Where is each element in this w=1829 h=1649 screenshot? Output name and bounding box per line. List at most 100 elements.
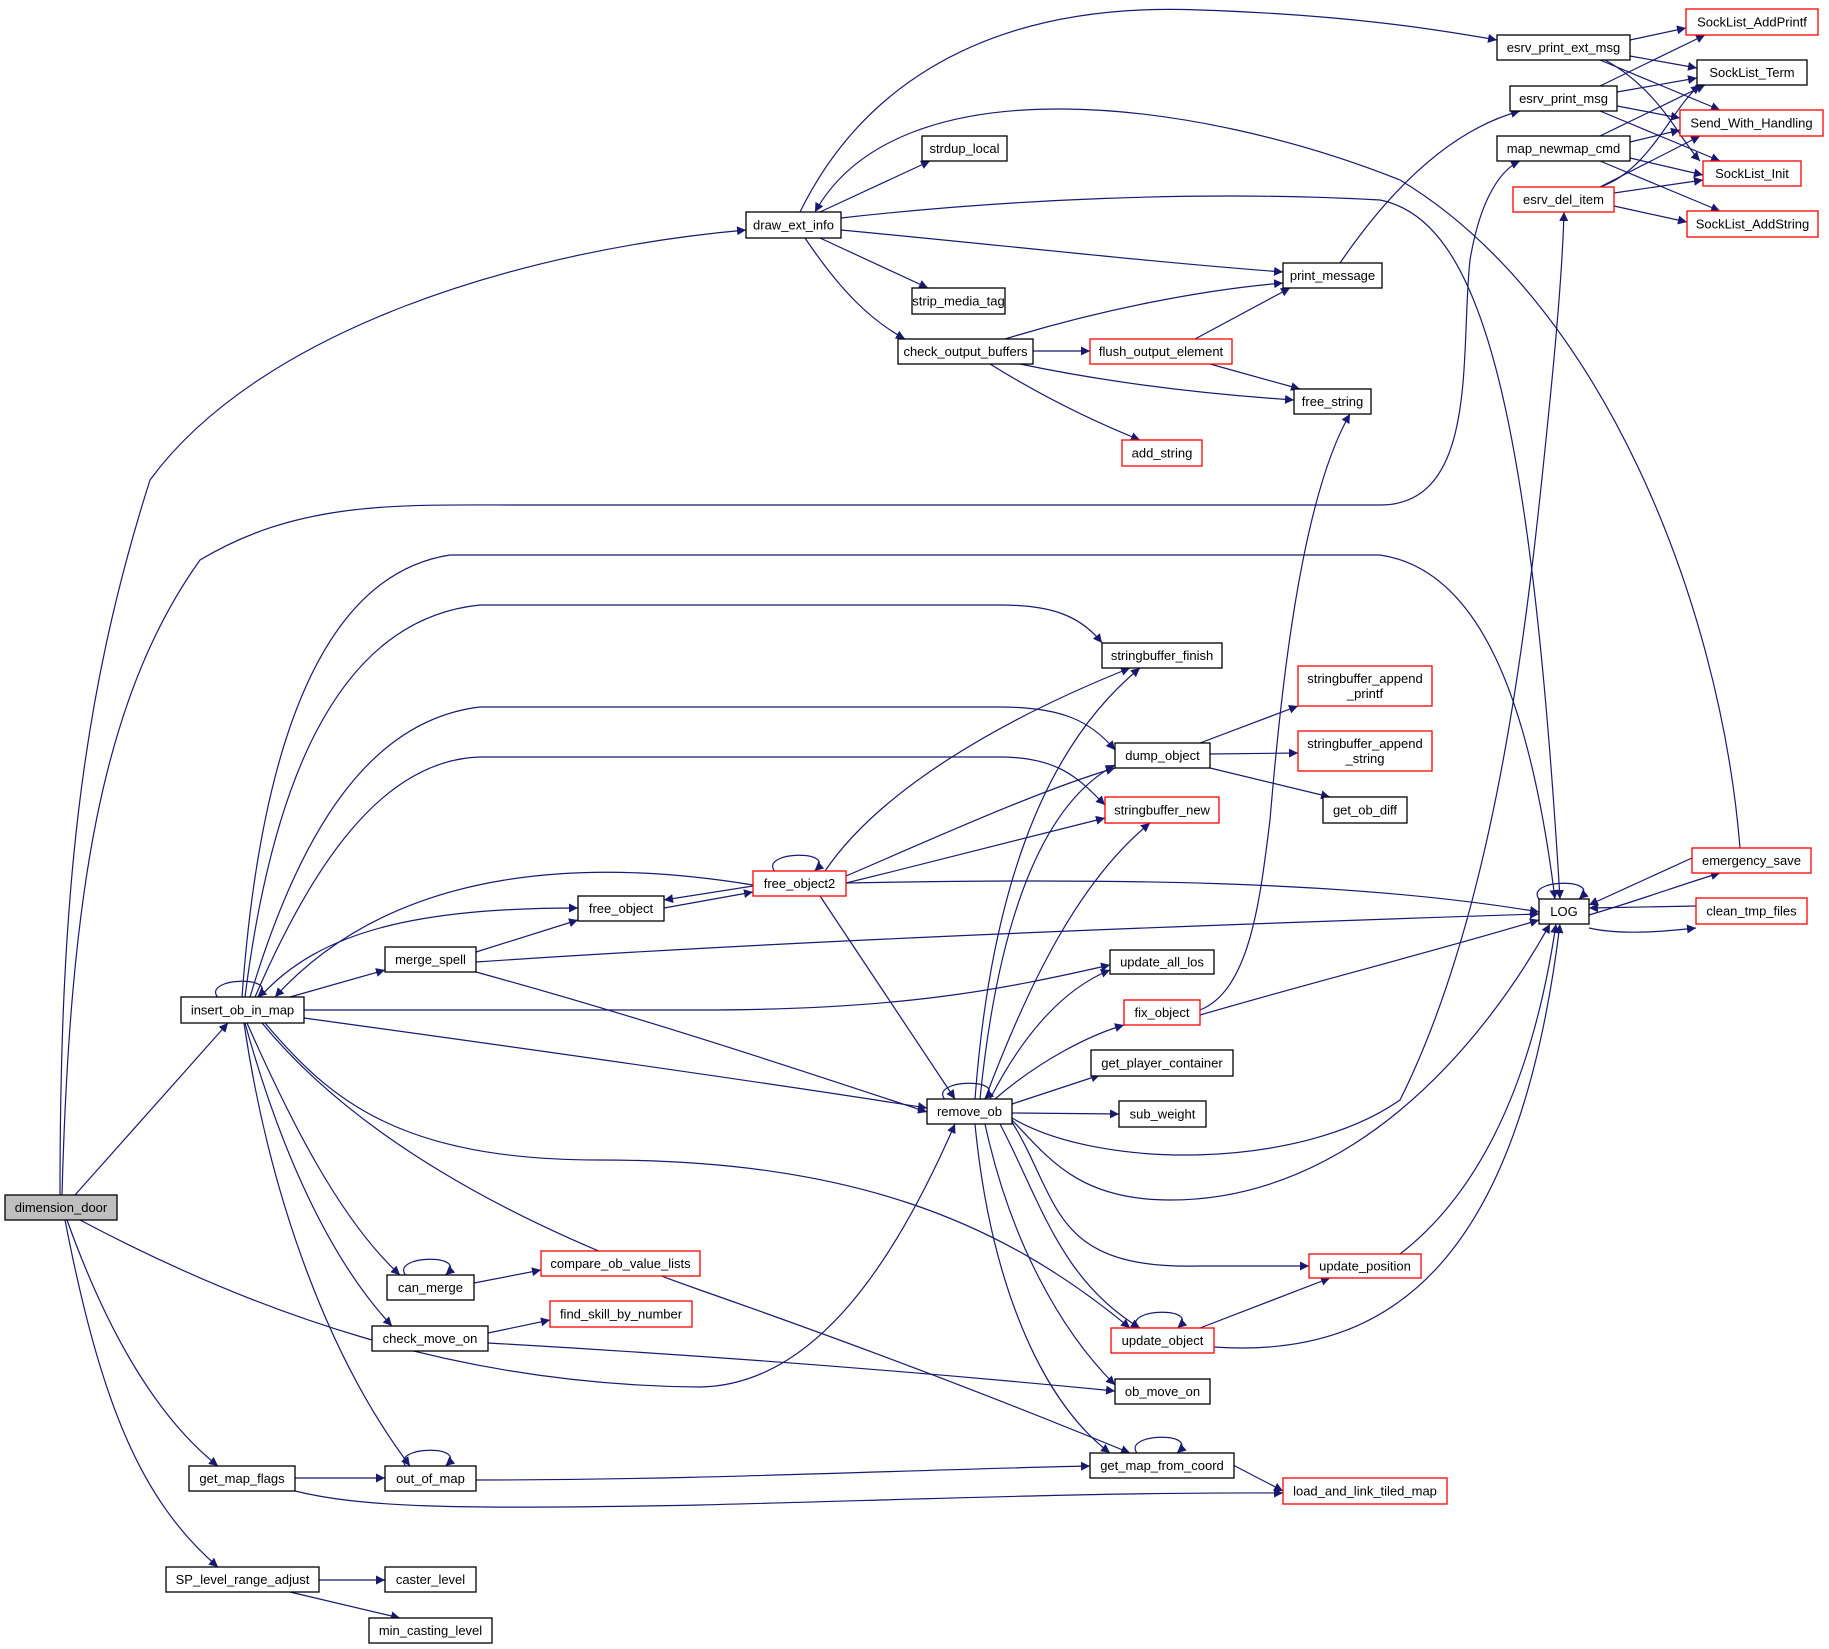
node-box[interactable] — [1509, 85, 1618, 112]
node-box[interactable] — [384, 946, 477, 973]
node-get_ob_diff[interactable]: get_ob_diff — [1322, 796, 1408, 824]
node-out_of_map[interactable]: out_of_map — [384, 1465, 477, 1492]
node-find_skill_by_number[interactable]: find_skill_by_number — [549, 1300, 693, 1328]
node-box[interactable] — [1702, 160, 1802, 187]
node-box[interactable] — [371, 1325, 489, 1352]
node-draw_ext_info[interactable]: draw_ext_info — [745, 211, 842, 239]
node-sub_weight[interactable]: sub_weight — [1118, 1100, 1207, 1128]
node-box[interactable] — [1109, 949, 1215, 975]
node-box[interactable] — [1691, 847, 1812, 874]
node-box[interactable] — [1282, 1477, 1448, 1505]
node-box[interactable] — [1118, 1100, 1207, 1128]
node-update_position[interactable]: update_position — [1308, 1253, 1422, 1279]
node-box[interactable] — [1308, 1253, 1422, 1279]
node-strip_media_tag[interactable]: strip_media_tag — [911, 287, 1006, 315]
node-box[interactable] — [180, 996, 305, 1024]
node-box[interactable] — [188, 1465, 296, 1492]
node-box[interactable] — [897, 338, 1034, 365]
node-can_merge[interactable]: can_merge — [386, 1274, 475, 1301]
node-Send_With_Handling[interactable]: Send_With_Handling — [1679, 109, 1824, 137]
node-box[interactable] — [1695, 897, 1808, 925]
node-box[interactable] — [1090, 1049, 1234, 1077]
node-free_string[interactable]: free_string — [1293, 388, 1372, 415]
node-box[interactable] — [1282, 262, 1383, 289]
node-compare_ob_value_lists[interactable]: compare_ob_value_lists — [540, 1250, 701, 1277]
node-box[interactable] — [1679, 109, 1824, 137]
node-box[interactable] — [1496, 34, 1631, 61]
node-flush_output_element[interactable]: flush_output_element — [1089, 338, 1233, 365]
node-SP_level_range_adjust[interactable]: SP_level_range_adjust — [165, 1566, 320, 1593]
node-SockList_Init[interactable]: SockList_Init — [1702, 160, 1802, 187]
node-box[interactable] — [384, 1465, 477, 1492]
node-map_newmap_cmd[interactable]: map_newmap_cmd — [1496, 135, 1631, 162]
node-LOG[interactable]: LOG — [1538, 898, 1590, 925]
node-remove_ob[interactable]: remove_ob — [926, 1098, 1013, 1125]
node-clean_tmp_files[interactable]: clean_tmp_files — [1695, 897, 1808, 925]
node-stringbuffer_new[interactable]: stringbuffer_new — [1104, 796, 1220, 824]
node-box[interactable] — [1114, 1378, 1211, 1405]
node-box[interactable] — [368, 1617, 493, 1644]
node-strdup_local[interactable]: strdup_local — [921, 135, 1008, 162]
node-free_object[interactable]: free_object — [577, 895, 665, 922]
node-box[interactable] — [911, 287, 1006, 315]
node-caster_level[interactable]: caster_level — [384, 1566, 477, 1593]
node-min_casting_level[interactable]: min_casting_level — [368, 1617, 493, 1644]
node-load_and_link_tiled_map[interactable]: load_and_link_tiled_map — [1282, 1477, 1448, 1505]
node-stringbuffer_append_printf[interactable]: stringbuffer_append_printf — [1297, 665, 1433, 707]
node-box[interactable] — [745, 211, 842, 239]
node-box[interactable] — [921, 135, 1008, 162]
node-dump_object[interactable]: dump_object — [1114, 742, 1211, 769]
node-box[interactable] — [1322, 796, 1408, 824]
node-box[interactable] — [1121, 439, 1203, 467]
node-box[interactable] — [549, 1300, 693, 1328]
node-SockList_AddString[interactable]: SockList_AddString — [1686, 210, 1819, 238]
node-box[interactable] — [1123, 999, 1201, 1026]
node-fix_object[interactable]: fix_object — [1123, 999, 1201, 1026]
node-box[interactable] — [540, 1250, 701, 1277]
node-merge_spell[interactable]: merge_spell — [384, 946, 477, 973]
node-box[interactable] — [1089, 338, 1233, 365]
node-box[interactable] — [1297, 730, 1433, 772]
node-get_map_flags[interactable]: get_map_flags — [188, 1465, 296, 1492]
node-stringbuffer_append_string[interactable]: stringbuffer_append_string — [1297, 730, 1433, 772]
node-stringbuffer_finish[interactable]: stringbuffer_finish — [1101, 642, 1223, 669]
node-print_message[interactable]: print_message — [1282, 262, 1383, 289]
node-check_output_buffers[interactable]: check_output_buffers — [897, 338, 1034, 365]
node-add_string[interactable]: add_string — [1121, 439, 1203, 467]
node-box[interactable] — [1293, 388, 1372, 415]
node-box[interactable] — [752, 870, 847, 897]
node-box[interactable] — [165, 1566, 320, 1593]
node-get_player_container[interactable]: get_player_container — [1090, 1049, 1234, 1077]
node-box[interactable] — [1101, 642, 1223, 669]
node-free_object2[interactable]: free_object2 — [752, 870, 847, 897]
node-get_map_from_coord[interactable]: get_map_from_coord — [1089, 1452, 1235, 1479]
node-esrv_print_msg[interactable]: esrv_print_msg — [1509, 85, 1618, 112]
node-check_move_on[interactable]: check_move_on — [371, 1325, 489, 1352]
node-box[interactable] — [577, 895, 665, 922]
node-box[interactable] — [1089, 1452, 1235, 1479]
node-update_all_los[interactable]: update_all_los — [1109, 949, 1215, 975]
node-box[interactable] — [1538, 898, 1590, 925]
node-box[interactable] — [386, 1274, 475, 1301]
node-box[interactable] — [1114, 742, 1211, 769]
node-box[interactable] — [1297, 665, 1433, 707]
node-ob_move_on[interactable]: ob_move_on — [1114, 1378, 1211, 1405]
node-esrv_print_ext_msg[interactable]: esrv_print_ext_msg — [1496, 34, 1631, 61]
node-box[interactable] — [1512, 186, 1615, 213]
node-box[interactable] — [1104, 796, 1220, 824]
node-box[interactable] — [1685, 8, 1819, 36]
node-dimension_door[interactable]: dimension_door — [4, 1194, 118, 1221]
node-box[interactable] — [1696, 59, 1808, 86]
node-box[interactable] — [384, 1566, 477, 1593]
node-update_object[interactable]: update_object — [1110, 1327, 1215, 1354]
node-SockList_Term[interactable]: SockList_Term — [1696, 59, 1808, 86]
node-box[interactable] — [1686, 210, 1819, 238]
node-box[interactable] — [1110, 1327, 1215, 1354]
node-SockList_AddPrintf[interactable]: SockList_AddPrintf — [1685, 8, 1819, 36]
node-box[interactable] — [4, 1194, 118, 1221]
node-emergency_save[interactable]: emergency_save — [1691, 847, 1812, 874]
node-insert_ob_in_map[interactable]: insert_ob_in_map — [180, 996, 305, 1024]
node-esrv_del_item[interactable]: esrv_del_item — [1512, 186, 1615, 213]
node-box[interactable] — [926, 1098, 1013, 1125]
node-box[interactable] — [1496, 135, 1631, 162]
